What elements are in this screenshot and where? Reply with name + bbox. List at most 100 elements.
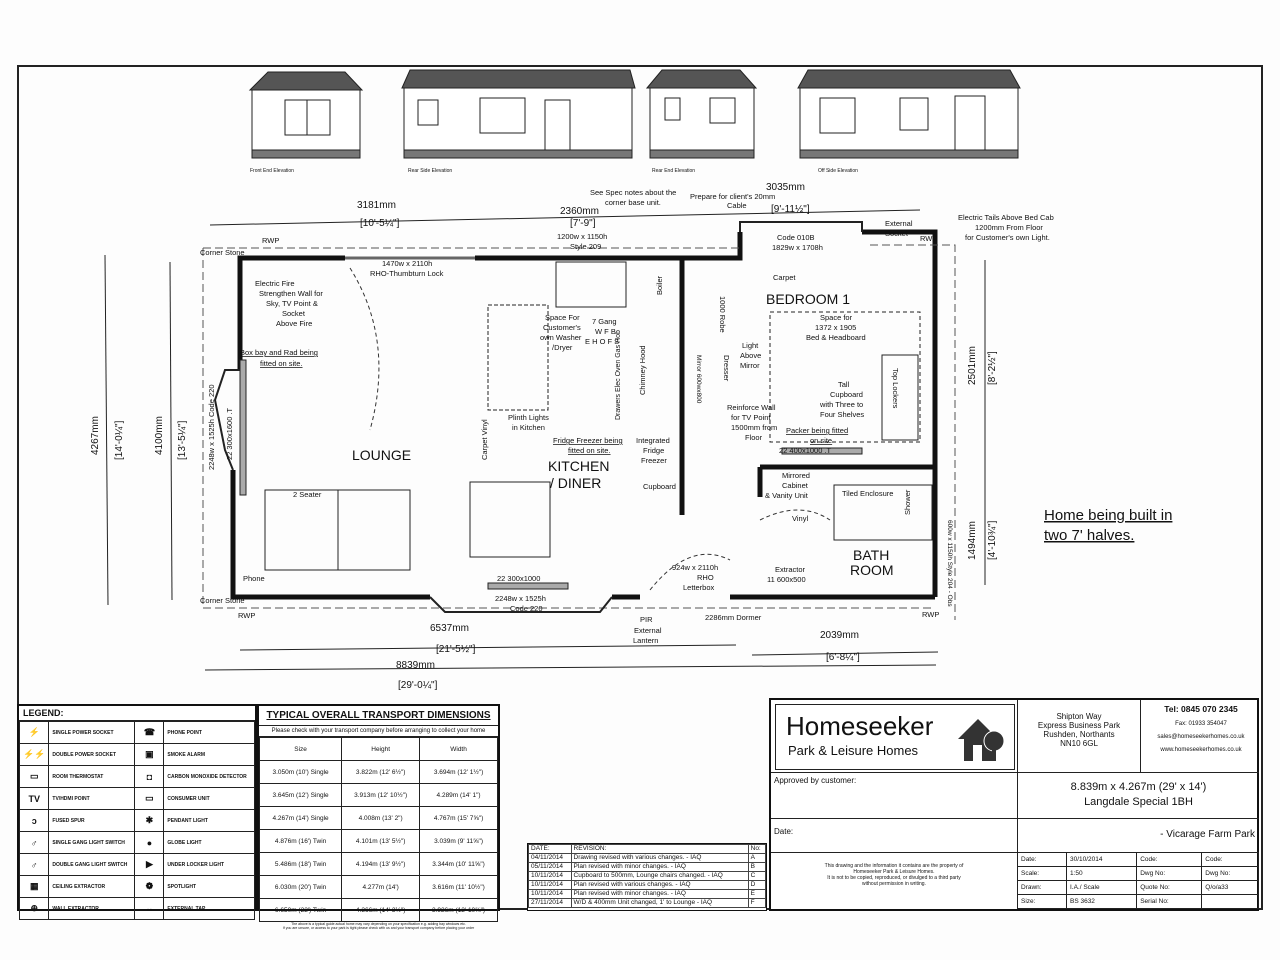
- note: Code 220: [510, 604, 543, 613]
- dim-left-outer-imperial: [14'-0¼"]: [113, 420, 125, 460]
- note: 1500mm from: [731, 423, 777, 432]
- revision-cell: Plan revised with various changes. - IAQ: [570, 880, 749, 890]
- column-header: Size: [258, 737, 343, 761]
- legend-label: SINGLE POWER SOCKET: [48, 721, 136, 744]
- elevation-rear-end: Rear End Elevation: [645, 69, 758, 174]
- plan-notes: Corner Stone RWP RWP RWP RWP Corner Ston…: [200, 188, 1054, 645]
- revision-cell: D: [747, 880, 767, 890]
- website-link[interactable]: www.homeseekerhomes.co.uk: [1160, 747, 1242, 753]
- legend-label: SINGLE GANG LIGHT SWITCH: [48, 831, 136, 854]
- note: Corner Stone: [200, 596, 245, 605]
- room-labels: LOUNGE KITCHEN / DINER BEDROOM 1 BATH RO…: [352, 291, 894, 578]
- build-note: Home being built in two 7' halves.: [1044, 507, 1172, 544]
- note: 1829w x 1708h: [772, 243, 823, 252]
- table-cell: 4.101m (13' 5½"): [341, 829, 421, 853]
- note: RWP: [238, 611, 255, 620]
- revision-cell: 04/11/2014: [528, 853, 572, 863]
- note: Socket: [282, 309, 306, 318]
- note: See Spec notes about the: [590, 188, 676, 197]
- note: Packer being fitted: [786, 426, 848, 435]
- note: Code 010B: [777, 233, 815, 242]
- meta-cell: BS 3632: [1065, 894, 1138, 909]
- note: Reinforce Wall: [727, 403, 776, 412]
- table-cell: 5.486m (18') Twin: [258, 852, 343, 876]
- note: 2 Seater: [293, 490, 322, 499]
- dim-right-bath-imperial: [4'-10¾"]: [987, 520, 998, 560]
- note: Fridge: [643, 446, 664, 455]
- note: Space for: [820, 313, 853, 322]
- top-lockers: [881, 354, 919, 441]
- note: Tall: [838, 380, 850, 389]
- legend-symbol-icon: ▶: [134, 853, 165, 876]
- legend-label: WALL EXTRACTOR: [48, 897, 136, 920]
- note: 11 600x500: [767, 575, 806, 584]
- note: corner base unit.: [605, 198, 661, 207]
- note: for TV Point: [731, 413, 771, 422]
- note: Space For: [545, 313, 580, 322]
- dim-top-lounge: 3181mm: [357, 200, 396, 211]
- legend-row: ⚡⚡DOUBLE POWER SOCKET▣SMOKE ALARM: [18, 743, 255, 766]
- note: Box bay and Rad being: [240, 348, 318, 357]
- note: 1200w x 1150h: [557, 232, 607, 241]
- note: 600w x 1150h Style 204 - Obs: [946, 520, 953, 607]
- legend-label: CEILING EXTRACTOR: [48, 875, 136, 898]
- note: own Washer: [540, 333, 582, 342]
- column-header: DATE:: [528, 844, 572, 854]
- dim-left-outer: 4267mm: [90, 416, 101, 455]
- legend-row: ⊕WALL EXTRACTOR⇔EXTERNAL TAP: [18, 897, 255, 920]
- model-info: 8.839m x 4.267m (29' x 14')Langdale Spec…: [1017, 772, 1259, 818]
- legend-symbol-icon: ⇔: [134, 897, 165, 920]
- note: RWP: [262, 236, 279, 245]
- legend-title: LEGEND:: [19, 706, 255, 721]
- dim-top-bedroom-imperial: [9'-11½"]: [771, 204, 810, 215]
- legend-symbol-icon: ⊕: [18, 897, 50, 920]
- address-line: Express Business Park: [1037, 721, 1121, 730]
- email-address[interactable]: sales@homeseekerhomes.co.uk: [1157, 734, 1245, 740]
- table-cell: 4.267m (14') Single: [258, 806, 343, 830]
- column-header: Width: [419, 737, 498, 761]
- title-block: Homeseeker Park & Leisure Homes Shipton …: [769, 698, 1259, 911]
- meta-cell: Code:: [1201, 852, 1259, 867]
- table-cell: 3.926m (12' 10⅝"): [419, 898, 498, 922]
- copyright-line: This drawing and the information it cont…: [824, 863, 964, 869]
- note: Light: [742, 341, 759, 350]
- note: RWP: [922, 610, 939, 619]
- table-cell: 3.645m (12') Single: [258, 783, 343, 807]
- legend-label: SMOKE ALARM: [163, 743, 255, 766]
- legend-symbol-icon: ▭: [18, 765, 50, 788]
- legend-symbol-icon: ✱: [134, 809, 165, 832]
- legend-label: FUSED SPUR: [48, 809, 136, 832]
- dining-table: [469, 481, 551, 558]
- note: for Customer's own Light.: [965, 233, 1050, 242]
- revision-cell: 05/11/2014: [528, 862, 572, 872]
- legend-symbol-icon: ♂: [18, 831, 50, 854]
- note: Drawers Elec Oven Gas Hob: [615, 330, 622, 420]
- note: 2248w x 1525h: [495, 594, 546, 603]
- note: 22 300x1000: [497, 574, 540, 583]
- radiator: [487, 582, 569, 590]
- note: 2248w x 1525h Code 220: [207, 385, 216, 471]
- note: RWP: [920, 234, 937, 243]
- meta-cell: I.A./ Scale: [1065, 880, 1138, 895]
- note: Dresser: [722, 355, 731, 382]
- note: Cupboard: [643, 482, 676, 491]
- legend-symbol-icon: ●: [134, 831, 165, 854]
- legend-symbol-icon: ⚡: [18, 721, 50, 744]
- column-header: No:: [747, 844, 767, 854]
- legend-label: CARBON MONOXIDE DETECTOR: [163, 765, 255, 788]
- elevation-label: Rear Side Elevation: [408, 168, 452, 174]
- legend-label: PENDANT LIGHT: [163, 809, 255, 832]
- build-note-line: two 7' halves.: [1044, 527, 1134, 544]
- table-cell: 4.289m (14' 1"): [419, 783, 498, 807]
- legend-label: PHONE POINT: [163, 721, 255, 744]
- note: Lantern: [633, 636, 658, 645]
- note: fitted on site.: [568, 446, 611, 455]
- address-line: Rushden, Northants: [1043, 730, 1115, 739]
